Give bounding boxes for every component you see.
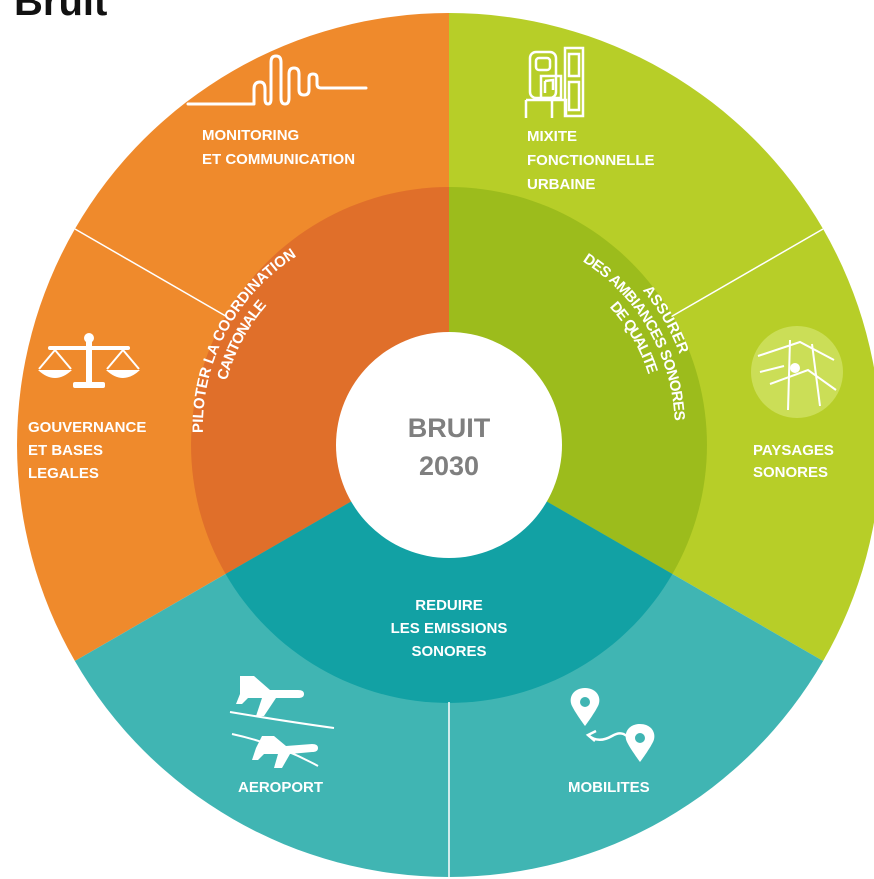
map-icon xyxy=(751,326,843,418)
paysages-label-line1: PAYSAGES xyxy=(753,442,834,459)
mobilites-label: MOBILITES xyxy=(568,779,650,796)
axis-label-teal-line1: REDUIRE xyxy=(415,597,483,614)
gouvernance-label-line2: ET BASES xyxy=(28,442,103,459)
sound-wave-icon xyxy=(186,54,368,106)
gouvernance-label-line3: LEGALES xyxy=(28,465,99,482)
airplane-icon xyxy=(229,676,335,768)
page-title: Bruit xyxy=(14,0,108,24)
mixite-label-line3: URBAINE xyxy=(527,176,595,193)
paysages-label-line2: SONORES xyxy=(753,464,828,481)
buildings-icon xyxy=(524,46,585,118)
gouvernance-label-line1: GOUVERNANCE xyxy=(28,419,146,436)
monitoring-label-line1: MONITORING xyxy=(202,127,299,144)
aeroport-label: AEROPORT xyxy=(238,779,323,796)
segment-teal-inner xyxy=(225,445,673,703)
axis-label-teal-line2: LES EMISSIONS xyxy=(391,620,508,637)
mixite-label-line1: MIXITE xyxy=(527,128,577,145)
axis-label-teal-line3: SONORES xyxy=(411,643,486,660)
route-pin-icon xyxy=(570,688,655,762)
monitoring-label-line2: ET COMMUNICATION xyxy=(202,151,355,168)
divider-line xyxy=(74,228,227,318)
center-label-line2: 2030 xyxy=(419,451,479,481)
mixite-label-line2: FONCTIONNELLE xyxy=(527,152,655,169)
divider-line xyxy=(671,228,824,318)
scales-icon xyxy=(38,333,140,388)
center-circle xyxy=(336,332,562,558)
center-label-line1: BRUIT xyxy=(408,413,491,443)
